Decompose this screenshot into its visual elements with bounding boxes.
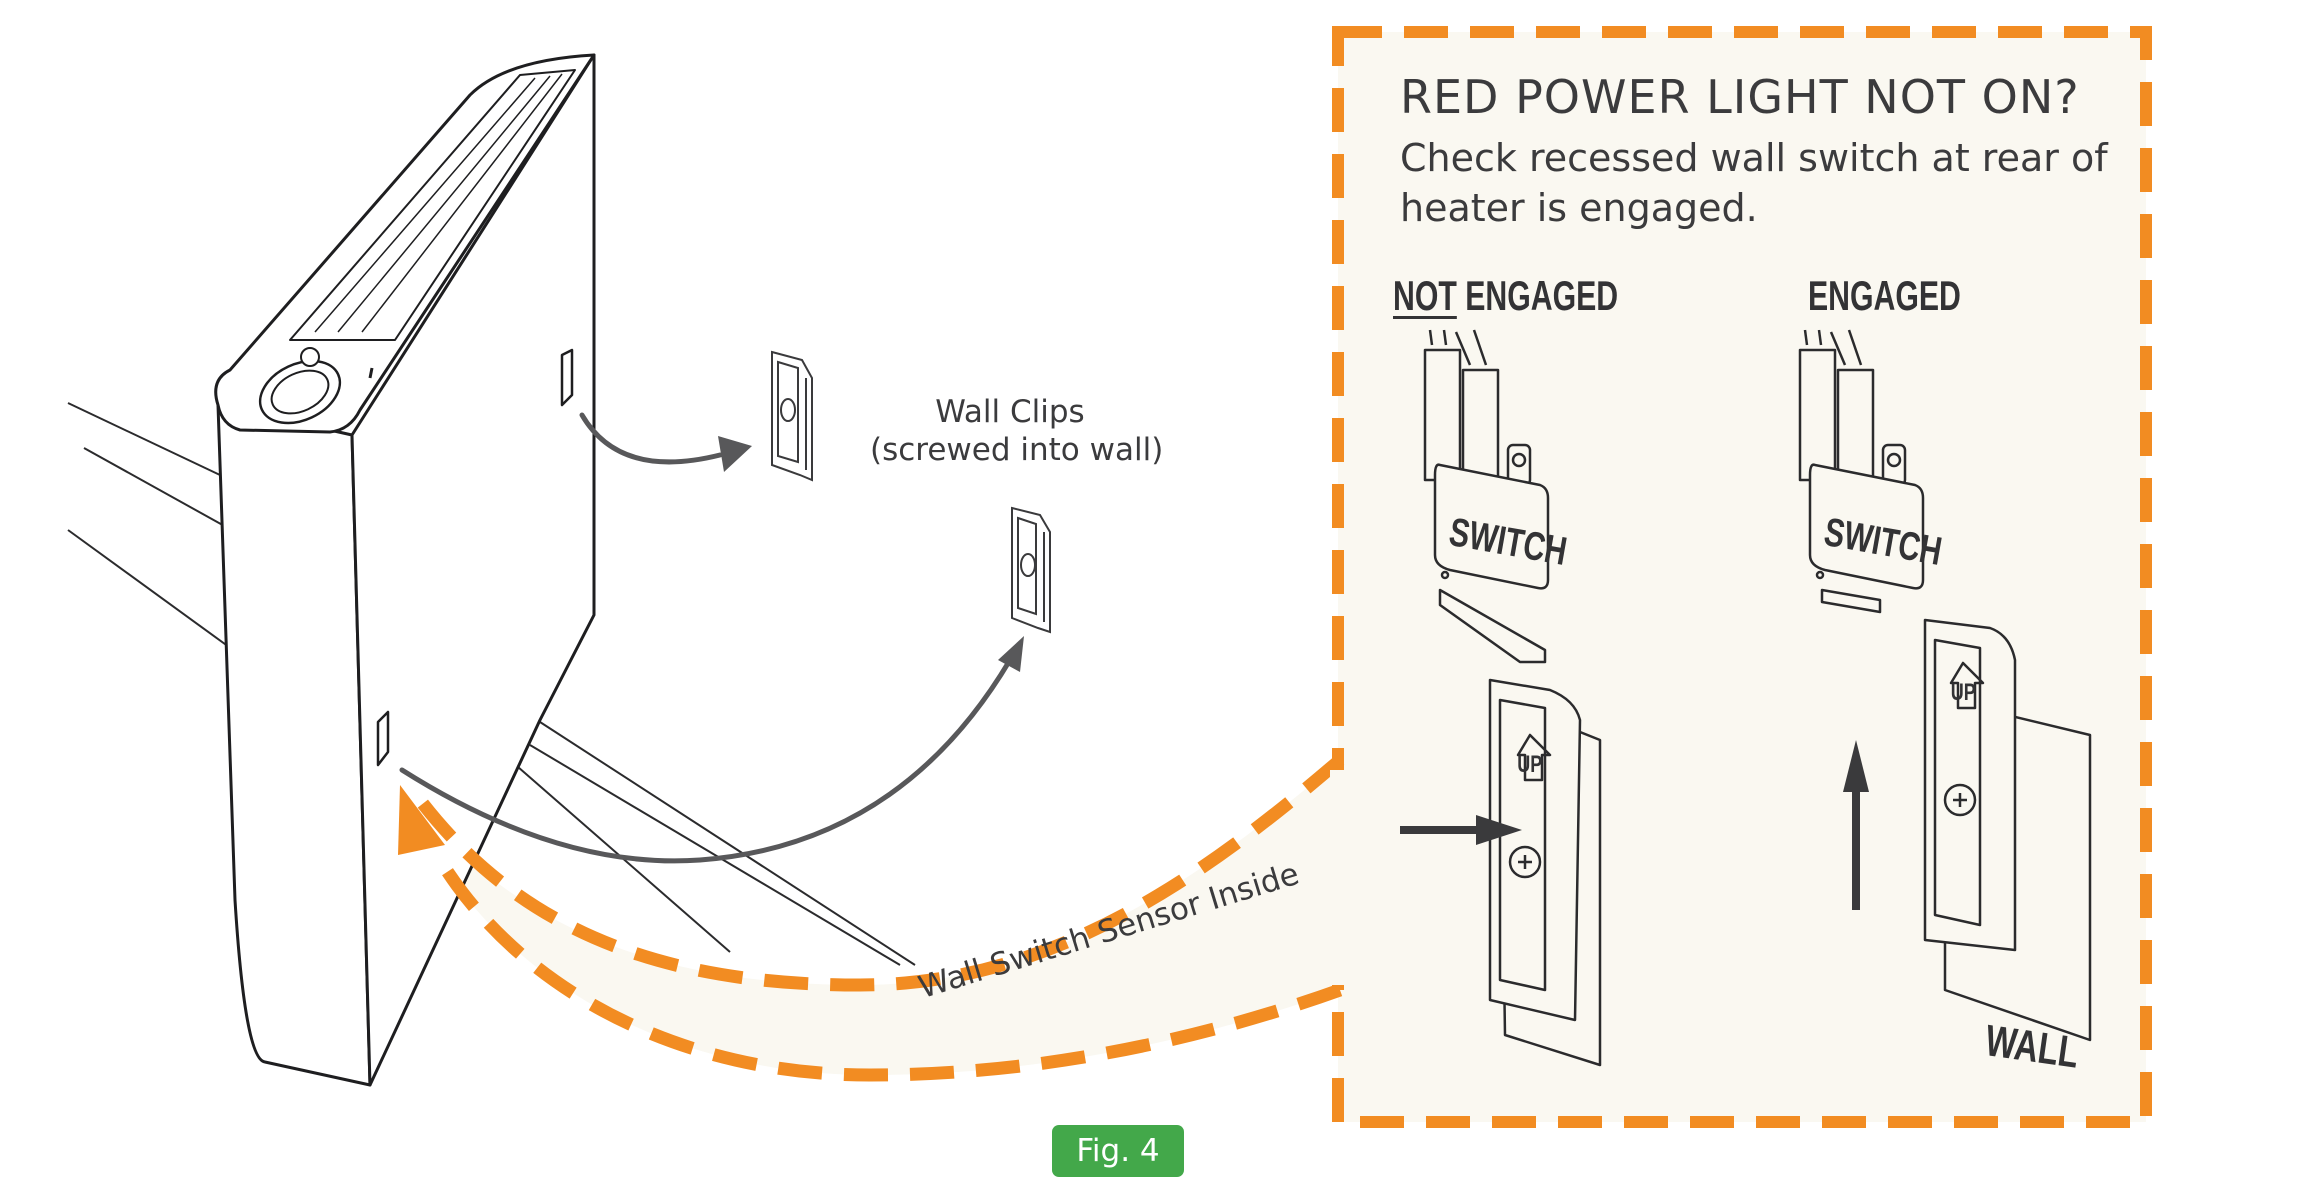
arrow-right-head <box>1476 815 1522 845</box>
wall-clip-icon-2 <box>1011 506 1051 634</box>
wall-clips-label: Wall Clips (screwed into wall) <box>870 393 1164 469</box>
heater-side-face <box>216 403 372 1087</box>
heater-indicator <box>368 367 374 379</box>
arrow-up-head <box>1843 740 1869 792</box>
callout-title: RED POWER LIGHT NOT ON? <box>1400 70 2080 124</box>
clip-engaged <box>1923 618 2092 1042</box>
heater-slot-bottom <box>376 710 390 767</box>
heater-grille <box>289 69 576 341</box>
power-button <box>300 347 320 367</box>
arrow-up-shaft <box>1852 790 1860 910</box>
sensor-band-fill <box>410 760 1340 1075</box>
heater-slot-top <box>560 348 574 407</box>
arrow-head-bottom-clip <box>998 636 1024 672</box>
sensor-band-outline <box>414 755 1345 1082</box>
state-not-engaged-label: NOT ENGAGED <box>1393 272 1618 320</box>
arrow-icon <box>1400 740 1869 910</box>
band-opening <box>1330 770 1348 985</box>
grille-slats <box>314 73 563 333</box>
clip-arrows <box>399 412 1013 864</box>
microswitch-not-engaged <box>1423 329 1550 664</box>
engaged-suffix: ENGAGED <box>1456 272 1619 319</box>
arrow-right-shaft <box>1400 826 1480 834</box>
microswitch-engaged <box>1798 329 1925 614</box>
wall-lines <box>67 402 916 966</box>
sensor-arrow-head <box>398 785 445 855</box>
arrow-bottom-clip <box>399 657 1013 864</box>
arrow-top-clip <box>579 412 723 465</box>
figure-badge: Fig. 4 <box>1052 1125 1184 1177</box>
state-engaged-label: ENGAGED <box>1808 272 1961 319</box>
callout-description: Check recessed wall switch at rear of he… <box>1400 136 2108 230</box>
clip-not-engaged <box>1488 678 1602 1067</box>
heater-dial-inner <box>270 369 330 415</box>
clip-up-label-right: UP <box>1951 680 1976 706</box>
not-prefix: NOT <box>1393 272 1457 319</box>
clip-up-label-left: UP <box>1517 752 1542 778</box>
arrow-head-top-clip <box>718 436 752 472</box>
wall-clip-icon <box>771 350 813 482</box>
callout-box-border <box>1332 26 2152 1128</box>
wall-clips-title: Wall Clips <box>935 394 1085 430</box>
wall-clips-note: (screwed into wall) <box>870 432 1164 468</box>
